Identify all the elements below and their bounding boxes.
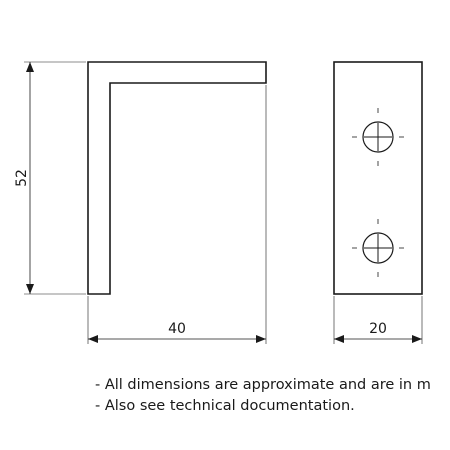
fixing-hole-top (352, 108, 404, 166)
side-width-dimension-label: 40 (168, 321, 186, 337)
front-width-dimension-label: 20 (369, 321, 387, 337)
height-dimension-label: 52 (14, 169, 30, 187)
height-dimension: 52 (14, 61, 86, 295)
note-dimensions: - All dimensions are approximate and are… (95, 377, 431, 393)
front-width-dimension: 20 (333, 296, 423, 344)
note-documentation: - Also see technical documentation. (95, 398, 355, 414)
bracket-front-plate (333, 61, 423, 295)
side-width-dimension: 40 (87, 85, 267, 344)
fixing-hole-bottom (352, 219, 404, 277)
bracket-side-profile (87, 61, 267, 295)
